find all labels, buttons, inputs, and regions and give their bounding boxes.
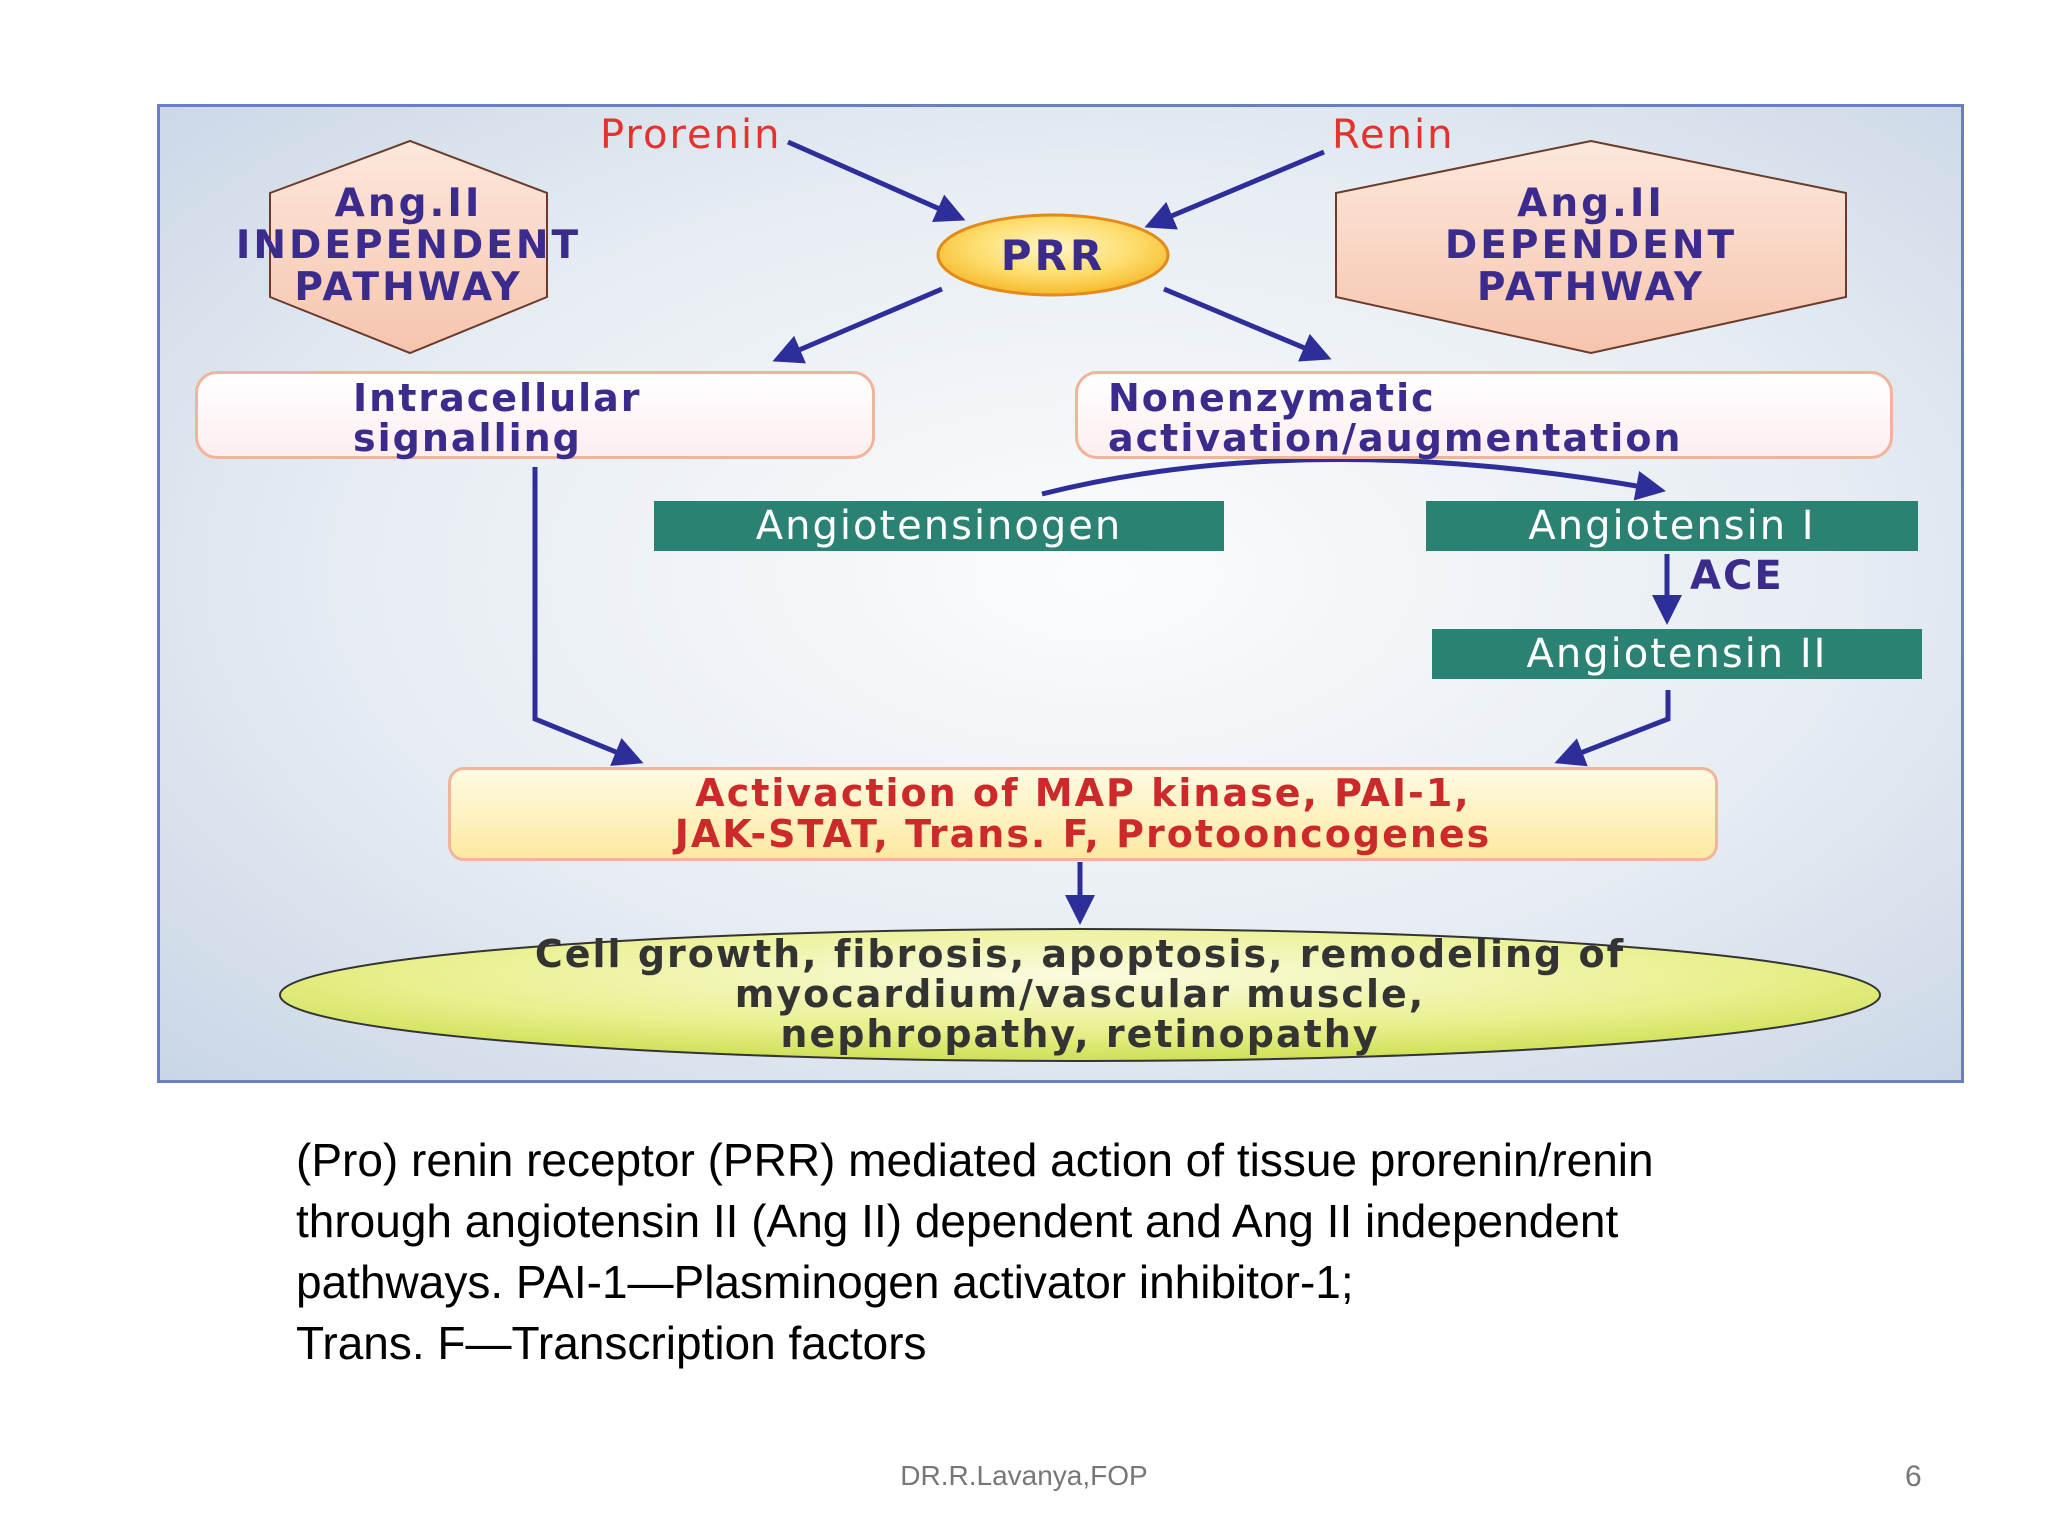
nonenzymatic-line-1: Nonenzymatic <box>1108 376 1436 420</box>
renin-label: Renin <box>1332 112 1455 158</box>
intracellular-signalling-box: Intracellular signalling <box>195 371 875 459</box>
intracellular-line-1: Intracellular <box>353 376 642 420</box>
outcome-oval-shape <box>279 928 1881 1062</box>
independent-pathway-text: Ang.II INDEPENDENT PATHWAY <box>236 171 578 321</box>
page-number: 6 <box>1905 1460 1922 1493</box>
arrow-intracellular-activation <box>532 467 644 766</box>
dependent-hexagon <box>1335 139 1847 355</box>
prr-ellipse <box>936 213 1170 297</box>
nonenzymatic-activation-box: Nonenzymatic activation/augmentation <box>1075 371 1893 459</box>
caption-line-2: through angiotensin II (Ang II) dependen… <box>296 1195 1619 1247</box>
activation-line-1: Activaction of MAP kinase, PAI-1, <box>695 771 1471 815</box>
caption-line-1: (Pro) renin receptor (PRR) mediated acti… <box>296 1134 1654 1186</box>
independent-hexagon <box>269 139 548 355</box>
angiotensin-1-box: Angiotensin I <box>1426 501 1918 551</box>
arrow-renin-prr <box>1144 149 1325 230</box>
figure-caption: (Pro) renin receptor (PRR) mediated acti… <box>296 1130 1856 1374</box>
angiotensin-2-box: Angiotensin II <box>1432 629 1922 679</box>
dependent-pathway-text: Ang.II DEPENDENT PATHWAY <box>1336 171 1846 321</box>
footer-author: DR.R.Lavanya,FOP <box>900 1460 1148 1491</box>
activation-line-2: JAK-STAT, Trans. F, Protooncogenes <box>674 812 1492 856</box>
dependent-line-3: PATHWAY <box>1476 265 1706 310</box>
prr-pathway-diagram: Prorenin Renin Ang.II INDEPENDENT PATHWA… <box>157 104 1964 1083</box>
nonenzymatic-line-2: activation/augmentation <box>1108 416 1683 460</box>
intracellular-line-2: signalling <box>353 416 582 460</box>
caption-line-4: Trans. F—Transcription factors <box>296 1317 927 1369</box>
arrow-angiotensinogen-angiotensin1 <box>1041 457 1666 501</box>
outcome-line-3: nephropathy, retinopathy <box>780 1012 1380 1056</box>
outcome-line-1: Cell growth, fibrosis, apoptosis, remode… <box>534 932 1626 976</box>
arrow-angiotensin2-activation <box>1554 690 1671 767</box>
independent-line-2: INDEPENDENT <box>235 223 582 268</box>
outcome-line-2: myocardium/vascular muscle, <box>734 972 1426 1016</box>
arrow-prr-intracellular <box>772 286 943 364</box>
dependent-line-2: DEPENDENT <box>1444 223 1738 268</box>
caption-line-3: pathways. PAI-1—Plasminogen activator in… <box>296 1256 1354 1308</box>
prr-label: PRR <box>1000 230 1106 280</box>
ace-label: ACE <box>1690 553 1784 599</box>
outcome-text: Cell growth, fibrosis, apoptosis, remode… <box>340 929 1820 1059</box>
arrow-prorenin-prr <box>786 139 966 223</box>
arrow-prr-nonenzymatic <box>1163 286 1332 362</box>
angiotensinogen-box: Angiotensinogen <box>654 501 1224 551</box>
prorenin-label: Prorenin <box>600 112 782 158</box>
activation-box: Activaction of MAP kinase, PAI-1, JAK-ST… <box>448 767 1718 861</box>
independent-line-1: Ang.II <box>334 181 483 226</box>
independent-line-3: PATHWAY <box>294 265 523 310</box>
dependent-line-1: Ang.II <box>1517 181 1665 226</box>
diagram-shapes <box>269 139 1881 1062</box>
